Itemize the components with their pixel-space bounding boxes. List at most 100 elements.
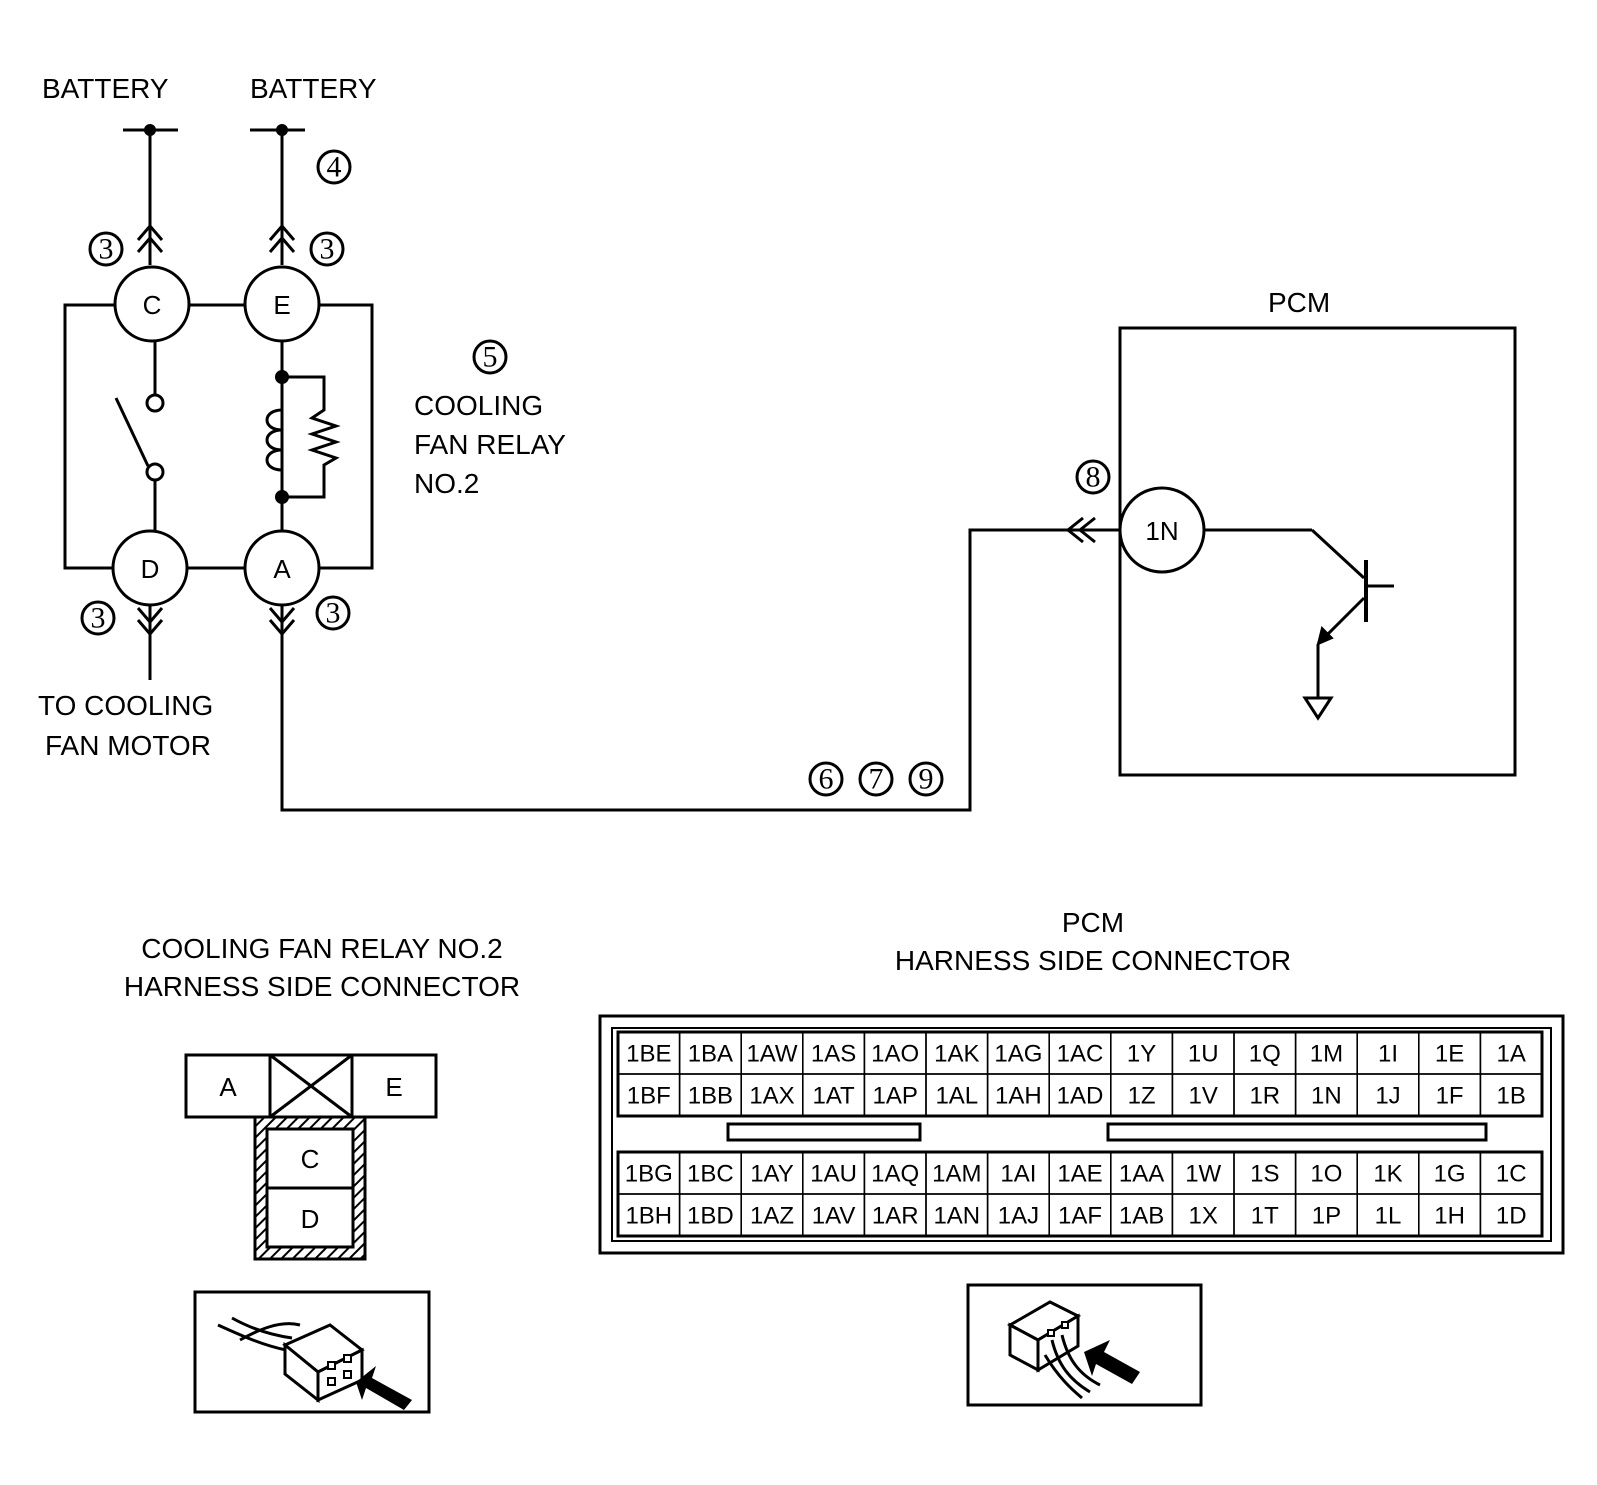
connector-symbol-e-top xyxy=(268,223,296,253)
pin-label-1am: 1AM xyxy=(932,1161,981,1188)
step-3-a: 3 xyxy=(315,595,351,631)
pin-label-1q: 1Q xyxy=(1249,1041,1281,1068)
pin-label-1z: 1Z xyxy=(1128,1083,1156,1110)
step-3-c: 3 xyxy=(88,231,124,267)
connector-cell xyxy=(1479,1073,1543,1117)
connector-view-icon xyxy=(193,1290,431,1414)
pin-label-1bb: 1BB xyxy=(688,1083,733,1110)
connector-key-left xyxy=(726,1122,922,1142)
step-4: 4 xyxy=(316,149,352,185)
pin-label-1u: 1U xyxy=(1188,1041,1219,1068)
to-motor-label-line1: TO COOLING xyxy=(38,690,213,721)
pin-label-1ad: 1AD xyxy=(1057,1083,1104,1110)
svg-text:6: 6 xyxy=(819,763,834,796)
battery-right-label: BATTERY xyxy=(250,73,377,104)
pin-label-1l: 1L xyxy=(1375,1203,1402,1230)
pin-label-1f: 1F xyxy=(1436,1083,1464,1110)
pin-label-1ba: 1BA xyxy=(688,1041,733,1068)
pin-label-1v: 1V xyxy=(1189,1083,1218,1110)
svg-text:1N: 1N xyxy=(1145,516,1178,546)
relay-right-side xyxy=(319,303,374,570)
relay-pin-d: D xyxy=(301,1204,320,1234)
pin-label-1x: 1X xyxy=(1189,1203,1218,1230)
pin-a: A xyxy=(243,529,321,607)
pin-label-1an: 1AN xyxy=(933,1203,980,1230)
pin-label-1ao: 1AO xyxy=(871,1041,919,1068)
pin-label-1be: 1BE xyxy=(626,1041,671,1068)
relay-label-line2: FAN RELAY xyxy=(414,429,566,460)
pin-label-1al: 1AL xyxy=(935,1083,978,1110)
relay-label-line3: NO.2 xyxy=(414,468,479,499)
svg-text:D: D xyxy=(141,554,160,584)
pin-label-1as: 1AS xyxy=(811,1041,856,1068)
relay-coil xyxy=(265,342,341,532)
battery-left-label: BATTERY xyxy=(42,73,169,104)
pin-label-1i: 1I xyxy=(1378,1041,1398,1068)
relay-connector-title-line2: HARNESS SIDE CONNECTOR xyxy=(124,971,520,1002)
svg-text:3: 3 xyxy=(99,233,114,266)
to-motor-label-line2: FAN MOTOR xyxy=(45,730,211,761)
battery-right-terminal xyxy=(250,124,305,136)
connector-view-icon xyxy=(966,1283,1203,1407)
pin-label-1bf: 1BF xyxy=(627,1083,671,1110)
pin-c: C xyxy=(113,265,191,343)
relay-left-side xyxy=(63,303,115,570)
pin-label-1ax: 1AX xyxy=(749,1083,794,1110)
pin-label-1aa: 1AA xyxy=(1119,1161,1164,1188)
step-8: 8 xyxy=(1075,459,1111,495)
svg-text:C: C xyxy=(143,290,162,320)
pin-label-1h: 1H xyxy=(1434,1203,1465,1230)
pin-label-1k: 1K xyxy=(1373,1161,1402,1188)
pcm-connector-title-line2: HARNESS SIDE CONNECTOR xyxy=(895,945,1291,976)
pin-label-1p: 1P xyxy=(1312,1203,1341,1230)
pin-label-1af: 1AF xyxy=(1058,1203,1102,1230)
pin-label-1ay: 1AY xyxy=(750,1161,794,1188)
pin-label-1bc: 1BC xyxy=(687,1161,734,1188)
pin-d: D xyxy=(111,529,189,607)
pin-label-1ac: 1AC xyxy=(1057,1041,1104,1068)
pin-label-1aj: 1AJ xyxy=(998,1203,1039,1230)
pin-label-1ag: 1AG xyxy=(994,1041,1042,1068)
pin-label-1g: 1G xyxy=(1434,1161,1466,1188)
pin-label-1e: 1E xyxy=(1435,1041,1464,1068)
pcm-label: PCM xyxy=(1268,287,1330,318)
relay-pin-c: C xyxy=(301,1144,320,1174)
pin-label-1m: 1M xyxy=(1310,1041,1343,1068)
pin-label-1ak: 1AK xyxy=(934,1041,979,1068)
pin-label-1a: 1A xyxy=(1497,1041,1526,1068)
step-7: 7 xyxy=(858,761,894,797)
wire-a-pcm-1n xyxy=(280,528,1120,812)
svg-text:9: 9 xyxy=(919,763,934,796)
pin-label-1d: 1D xyxy=(1496,1203,1527,1230)
pin-label-1az: 1AZ xyxy=(750,1203,794,1230)
svg-text:7: 7 xyxy=(869,763,884,796)
step-3-d: 3 xyxy=(80,600,116,636)
pcm-box xyxy=(1118,326,1517,777)
relay-label-line1: COOLING xyxy=(414,390,543,421)
pin-pcm-1n: 1N xyxy=(1118,486,1206,574)
svg-text:3: 3 xyxy=(320,233,335,266)
pin-label-1o: 1O xyxy=(1310,1161,1342,1188)
pin-label-1b: 1B xyxy=(1497,1083,1526,1110)
pin-label-1bh: 1BH xyxy=(625,1203,672,1230)
pin-label-1bd: 1BD xyxy=(687,1203,734,1230)
svg-text:A: A xyxy=(273,554,291,584)
pin-label-1au: 1AU xyxy=(810,1161,857,1188)
schematic: BATTERY BATTERY xyxy=(38,73,1517,812)
pin-label-1ae: 1AE xyxy=(1057,1161,1102,1188)
pcm-connector-title-line1: PCM xyxy=(1062,907,1124,938)
pin-label-1y: 1Y xyxy=(1127,1041,1156,1068)
svg-text:3: 3 xyxy=(326,597,341,630)
connector-key-right xyxy=(1106,1122,1488,1142)
pin-label-1aq: 1AQ xyxy=(871,1161,919,1188)
pin-label-1av: 1AV xyxy=(812,1203,856,1230)
connector-symbol-c-top xyxy=(136,223,164,253)
relay-connector-title-line1: COOLING FAN RELAY NO.2 xyxy=(141,933,503,964)
pin-label-1w: 1W xyxy=(1185,1161,1221,1188)
relay-pin-e: E xyxy=(385,1072,402,1102)
pin-label-1ap: 1AP xyxy=(873,1083,918,1110)
svg-text:5: 5 xyxy=(483,341,498,374)
